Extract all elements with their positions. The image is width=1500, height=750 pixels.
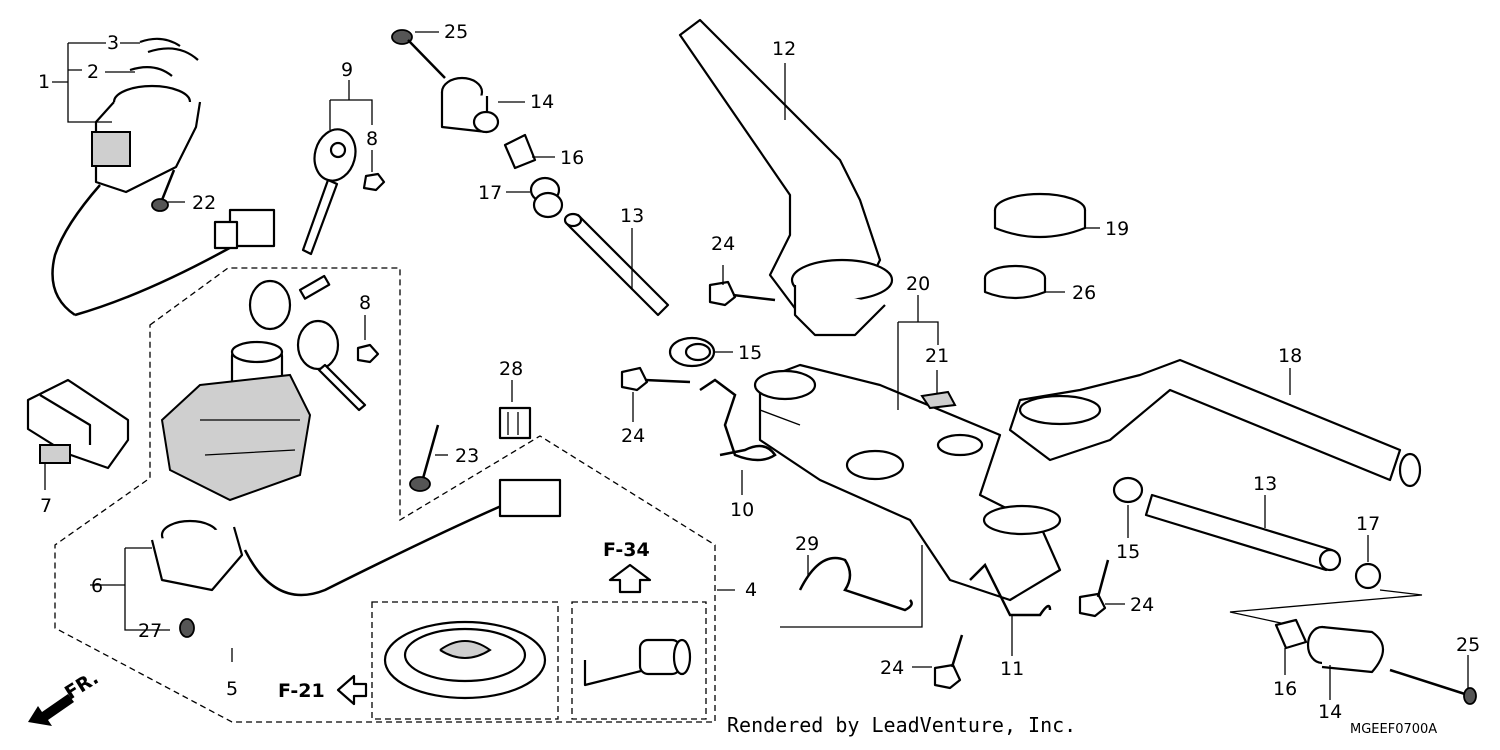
callout-12: 12 (772, 38, 796, 60)
callout-27: 27 (138, 620, 162, 642)
lock-nut-part-26 (983, 264, 1047, 300)
callout-24d: 24 (880, 657, 904, 679)
pipe-part-13 (563, 212, 670, 317)
callout-24b: 24 (621, 425, 645, 447)
callout-20: 20 (906, 273, 930, 295)
holder-part-7 (26, 378, 130, 470)
bolt-part-24b (620, 366, 691, 392)
rubber-part-15 (668, 336, 716, 368)
callout-19: 19 (1105, 218, 1129, 240)
callout-26: 26 (1072, 282, 1096, 304)
harness-guide-part-10 (699, 378, 777, 462)
callout-17b: 17 (1356, 513, 1380, 535)
bolt-part-25 (391, 29, 446, 79)
screw-part-22 (151, 169, 176, 212)
callout-6: 6 (91, 575, 103, 597)
callout-16b: 16 (1273, 678, 1297, 700)
callout-23: 23 (455, 445, 479, 467)
lock-cylinder-part (160, 274, 367, 502)
callout-10: 10 (730, 499, 754, 521)
fuel-cap-box (371, 601, 559, 720)
callout-14a: 14 (530, 91, 554, 113)
lock-set-boundary (54, 267, 716, 723)
screw-part-23 (409, 424, 440, 492)
weight-part-14 (440, 76, 500, 134)
rubber-part-17b (1354, 562, 1382, 590)
top-bridge-part-20 (753, 363, 1062, 602)
stem-nut-part-19 (993, 192, 1087, 239)
callout-15a: 15 (738, 342, 762, 364)
callout-3: 3 (107, 32, 119, 54)
callout-16a: 16 (560, 147, 584, 169)
harness-guide-part-11 (969, 562, 1052, 617)
ref-f21: F-21 (278, 680, 325, 702)
callout-24a: 24 (711, 233, 735, 255)
callout-25a: 25 (444, 21, 468, 43)
lock-switch-part-6 (150, 478, 562, 638)
handle-right-part-18 (1008, 358, 1422, 488)
fuel-cap-part (383, 620, 547, 700)
ignition-switch-part (51, 37, 276, 317)
callout-29: 29 (795, 533, 819, 555)
rubber-part-15b (1112, 476, 1144, 504)
harness-guide-part-29 (798, 556, 913, 612)
callout-8b: 8 (359, 292, 371, 314)
guide-29-box (780, 545, 923, 628)
nut-part-8b (356, 343, 380, 364)
bolt-part-24d (933, 634, 964, 690)
callout-8a: 8 (366, 128, 378, 150)
callout-18: 18 (1278, 345, 1302, 367)
stem-detail-line (1229, 589, 1423, 626)
callout-22: 22 (192, 192, 216, 214)
collar-part-16b (1274, 618, 1308, 650)
bolt-part-25b (1389, 668, 1477, 705)
handle-left-part-12 (678, 18, 894, 337)
callout-labels: 1 2 3 22 9 8 8 7 6 27 5 4 23 28 25 14 16… (38, 21, 1480, 723)
ref-arrow-up (608, 563, 652, 594)
callout-13a: 13 (620, 205, 644, 227)
callout-15b: 15 (1116, 541, 1140, 563)
ref-arrow-left (336, 674, 368, 706)
callout-11: 11 (1000, 658, 1024, 680)
leader-lines (44, 31, 1469, 700)
pipe-part-13b (1144, 493, 1342, 572)
callout-13b: 13 (1253, 473, 1277, 495)
callout-4: 4 (745, 579, 757, 601)
callout-2: 2 (87, 61, 99, 83)
callout-9: 9 (341, 59, 353, 81)
rubber-part-17 (529, 176, 564, 219)
lock-keys (248, 274, 367, 412)
seat-lock-box (571, 601, 707, 720)
callout-1: 1 (38, 71, 50, 93)
key-part (301, 128, 357, 256)
nut-part-8 (362, 172, 386, 192)
label-part-21 (920, 390, 957, 410)
diagram-code: MGEEF0700A (1350, 722, 1437, 737)
callout-5: 5 (226, 678, 238, 700)
callout-24c: 24 (1130, 594, 1154, 616)
callout-14b: 14 (1318, 701, 1342, 723)
callout-17a: 17 (478, 182, 502, 204)
collar-part-16 (503, 133, 537, 170)
seat-lock-part (583, 638, 692, 687)
callout-21: 21 (925, 345, 949, 367)
callout-28: 28 (499, 358, 523, 380)
bolt-part-24c (1078, 559, 1110, 618)
callout-7: 7 (40, 495, 52, 517)
bolt-part-24a (708, 280, 776, 307)
clip-part-28 (498, 406, 532, 440)
weight-part-14b (1306, 625, 1385, 674)
ref-f34: F-34 (603, 539, 650, 561)
credit-text: Rendered by LeadVenture, Inc. (727, 713, 1076, 737)
front-arrow (28, 694, 74, 726)
callout-25b: 25 (1456, 634, 1480, 656)
